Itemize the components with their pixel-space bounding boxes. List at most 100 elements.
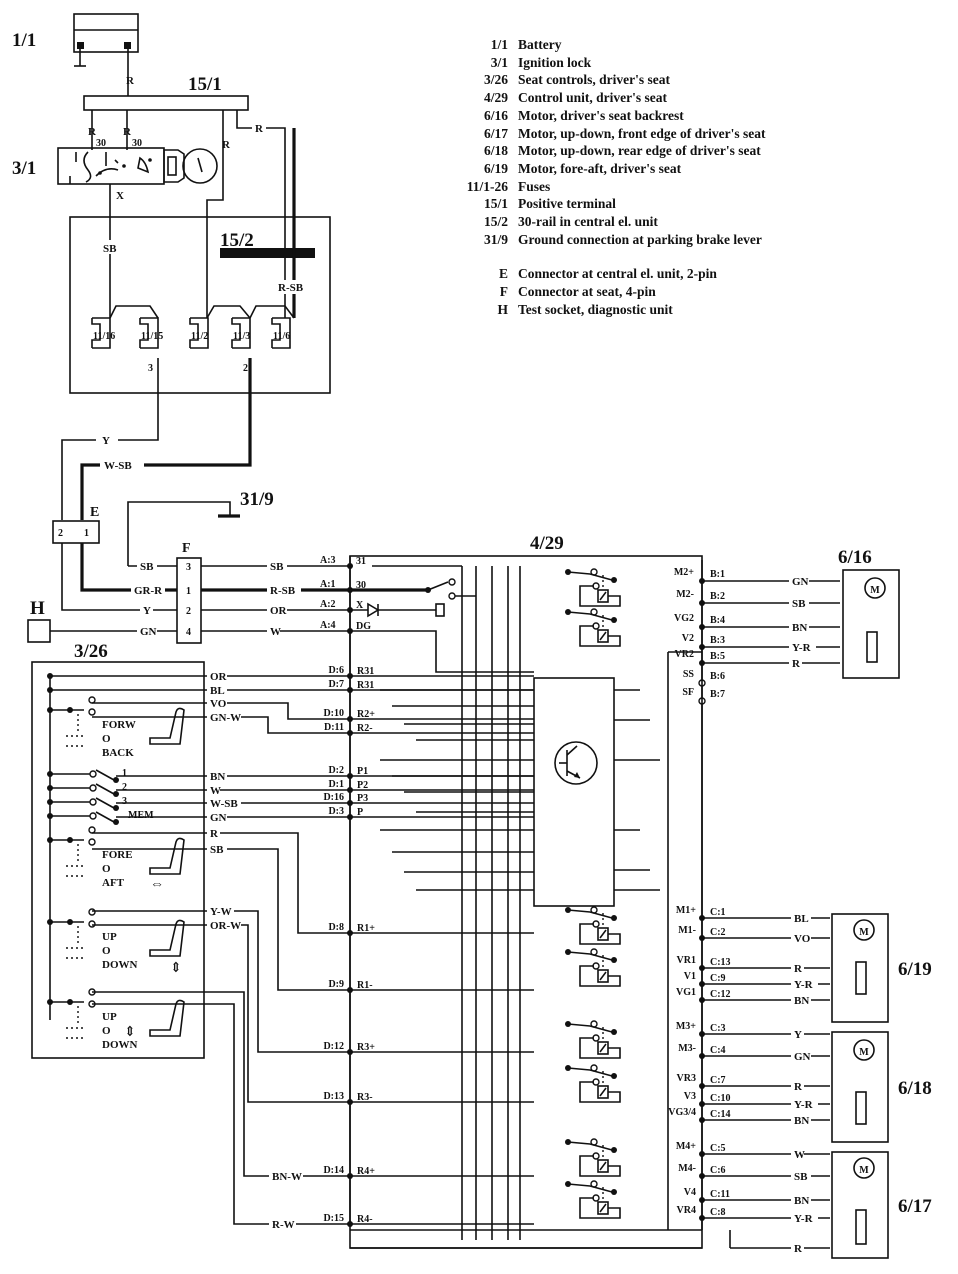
memory-button-label: 2 [122, 782, 127, 793]
motor-6-19: M6/19 [831, 913, 932, 1023]
fuse-label: 11/15 [141, 331, 163, 342]
wire-label: BN [210, 771, 225, 783]
pin-label: B:7 [710, 689, 725, 700]
wire-label: R [794, 963, 803, 975]
pin-label: 1 [84, 528, 89, 539]
potentiometer-icon [855, 1091, 867, 1125]
wire-label: Y-R [794, 1213, 814, 1225]
pin-label: B:4 [710, 615, 725, 626]
label-rail: 15/2 [220, 230, 254, 251]
connector-f [176, 557, 202, 644]
legend-desc: Connector at central el. unit, 2-pin [518, 266, 717, 282]
switch-position-label: BACK [102, 747, 134, 759]
wire-label: GN [210, 812, 227, 824]
pin-label: D:8 [328, 922, 344, 933]
switch-position-label: UP [102, 1011, 117, 1023]
open-terminal [448, 578, 456, 586]
legend-desc: Motor, up-down, front edge of driver's s… [518, 125, 766, 141]
switch-position-label: O [102, 733, 111, 745]
terminal-label: M4- [678, 1163, 696, 1174]
memory-button[interactable]: 2 [47, 782, 127, 797]
legend-desc: Connector at seat, 4-pin [518, 284, 656, 300]
pin-label: C:3 [710, 1023, 726, 1034]
wire-label: Y [143, 605, 151, 617]
pin-label: A:4 [320, 620, 336, 631]
wire-label: Y [794, 1029, 802, 1041]
junction-dot [611, 617, 617, 623]
legend-code: 6/16 [483, 107, 508, 123]
fuse: 11/2 [189, 317, 209, 349]
pin-label: 2 [243, 363, 248, 374]
fuse-label: 11/6 [273, 331, 290, 342]
legend-desc: Motor, fore-aft, driver's seat [518, 160, 682, 176]
terminal-label: R31 [357, 680, 374, 691]
pin-label: D:11 [324, 722, 344, 733]
pin-label: D:2 [328, 765, 344, 776]
open-terminal [89, 770, 97, 778]
wire-label: Y-W [210, 906, 232, 918]
terminal-label: R4+ [357, 1166, 375, 1177]
label-positive-terminal: 15/1 [188, 74, 222, 95]
pin-label: C:13 [710, 957, 731, 968]
wire-label: Y [102, 435, 110, 447]
relay [565, 1138, 621, 1177]
open-terminal [448, 592, 456, 600]
wire-label: R [792, 658, 801, 670]
motor-label: 6/16 [838, 547, 872, 568]
wire-label: SB [794, 1171, 808, 1183]
central-electrical-unit [69, 216, 331, 394]
switch-position-label: FORW [102, 719, 136, 731]
wire-label: R [210, 828, 219, 840]
memory-button-label: 1 [122, 768, 127, 779]
legend-desc: Seat controls, driver's seat [518, 72, 670, 88]
memory-button[interactable]: 3 [47, 796, 127, 811]
terminal-label: M1+ [676, 905, 696, 916]
pin-label: 2 [186, 606, 191, 617]
wire-label: GR-R [134, 585, 163, 597]
pin-label: 1 [186, 586, 191, 597]
wire-label: OR-W [210, 920, 241, 932]
wire-label: Y-R [792, 642, 812, 654]
legend-code: 3/26 [483, 72, 508, 88]
motor-symbol: M [859, 1047, 869, 1058]
wire-label: R [794, 1243, 803, 1255]
junction-dot [113, 819, 119, 825]
wire-label: GN [792, 576, 809, 588]
wire-label: BL [794, 913, 809, 925]
terminal-label: R2- [357, 723, 373, 734]
pin-label: C:5 [710, 1143, 726, 1154]
fuse: 11/16 [91, 317, 115, 349]
wire-label: R [794, 1081, 803, 1093]
terminal-label: R1+ [357, 923, 375, 934]
pin-label: C:9 [710, 973, 726, 984]
motor-label: 6/18 [898, 1078, 932, 1099]
terminal-label: R3- [357, 1092, 373, 1103]
terminal-label: SS [683, 669, 695, 680]
motor-icon [853, 1157, 875, 1179]
memory-button[interactable]: 1 [47, 768, 127, 783]
label-control-unit: 4/29 [530, 533, 564, 554]
label-ground: 31/9 [240, 489, 274, 510]
pin-label: D:14 [323, 1165, 344, 1176]
potentiometer-icon [855, 1209, 867, 1245]
junction-dot [611, 957, 617, 963]
wire-label: R-SB [270, 585, 296, 597]
memory-button[interactable]: MEM [47, 810, 154, 825]
legend-desc: Positive terminal [518, 196, 616, 212]
memory-button-label: MEM [128, 810, 154, 821]
seat-switch[interactable]: FORW O BACK [47, 696, 185, 759]
fuse-label: 11/2 [191, 331, 208, 342]
pin-label: B:5 [710, 651, 725, 662]
diode-icon [367, 602, 380, 618]
wire-label: SB [140, 561, 154, 573]
wire-label: VO [794, 933, 811, 945]
pin-label: C:7 [710, 1075, 726, 1086]
